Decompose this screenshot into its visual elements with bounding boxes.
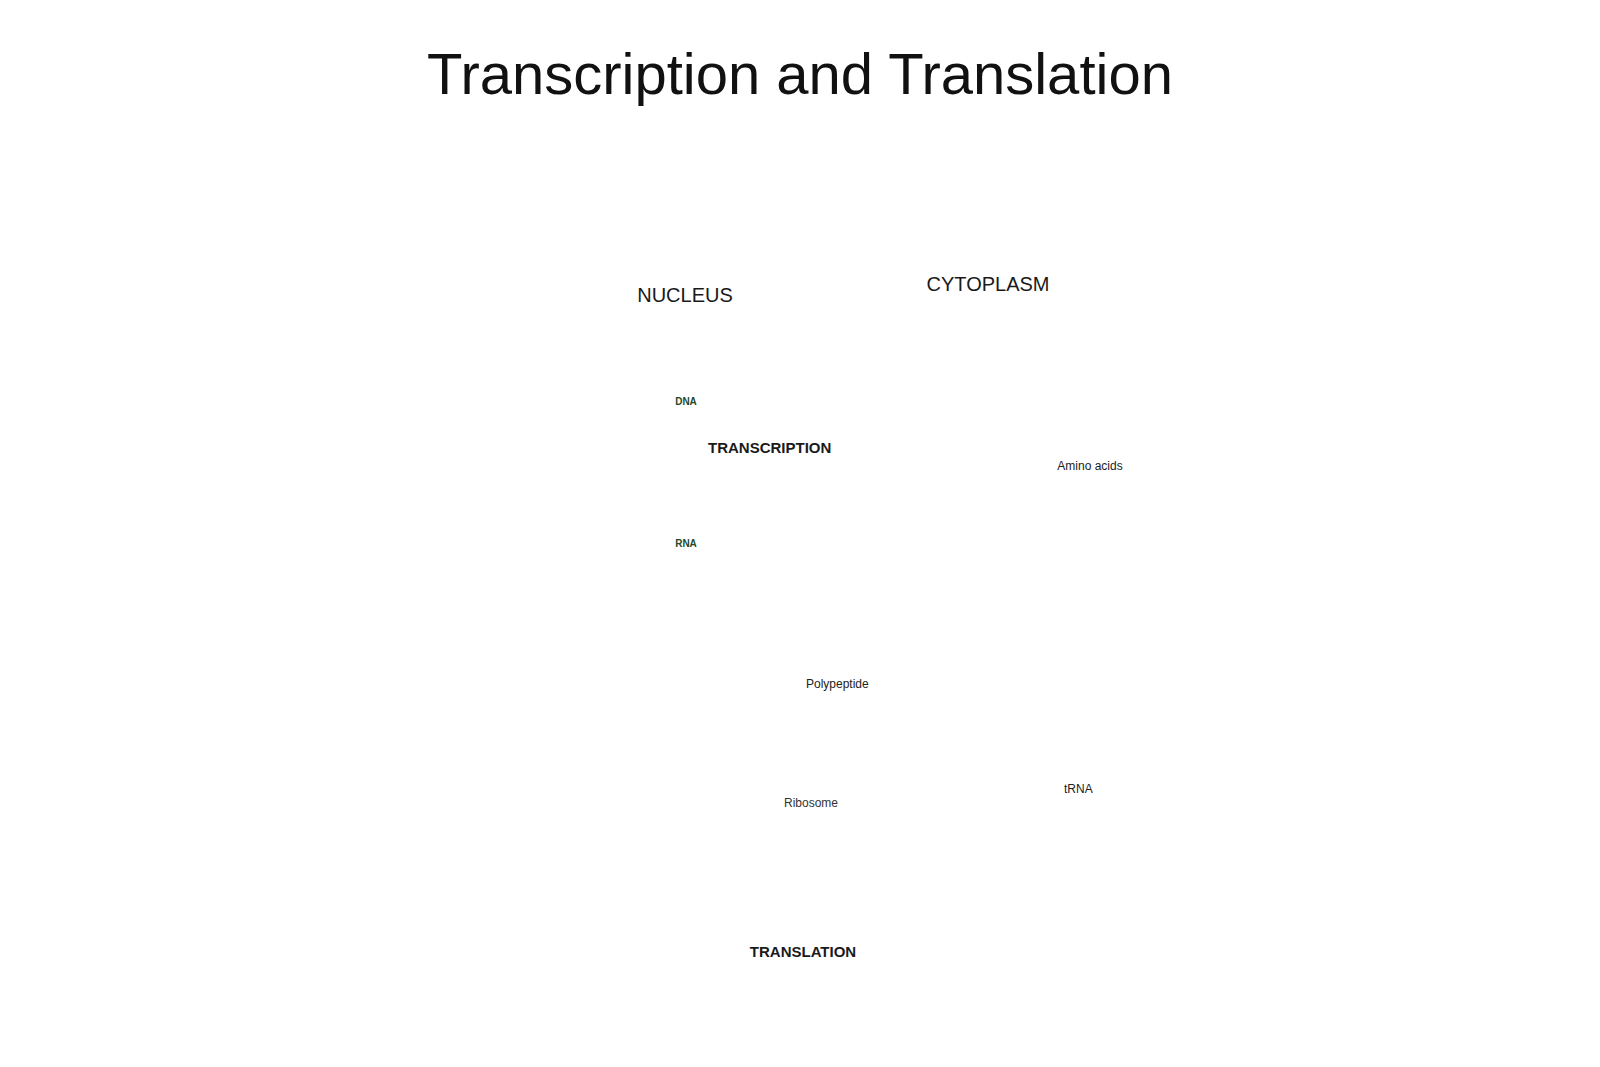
node-label: CYTOPLASM [927,273,1050,296]
rna-strand [504,486,852,526]
node-label: NUCLEUS [637,284,733,307]
cell-outline [342,148,1280,1018]
polypeptide-chain [757,663,832,756]
nuclear-pores [468,259,896,647]
trna-molecules [525,506,1143,841]
process-label: TRANSLATION [750,943,856,960]
transcription-arrow [670,420,702,484]
amino-acids [1011,332,1139,446]
ribosome-node: Ribosome [716,752,886,922]
rna-label: RNA [675,538,697,549]
mrna-ribbon [862,491,1000,609]
ribosome-outline [716,752,886,922]
process-arrow [895,645,985,772]
title: Transcription and Translation [427,40,1173,107]
node-label: Ribosome [784,796,838,810]
cell-node: CYTOPLASM NUCLEUS Ribosome [342,148,1280,1018]
nucleus-node: NUCLEUS [466,219,906,659]
dna-helix [505,354,857,388]
process-label: TRANSCRIPTION [708,439,831,456]
mrna-strand [645,845,988,955]
dna-label: DNA [675,396,697,407]
part-label: Amino acids [1057,459,1122,473]
part-label: tRNA [1064,782,1093,796]
part-label: Polypeptide [806,677,869,691]
